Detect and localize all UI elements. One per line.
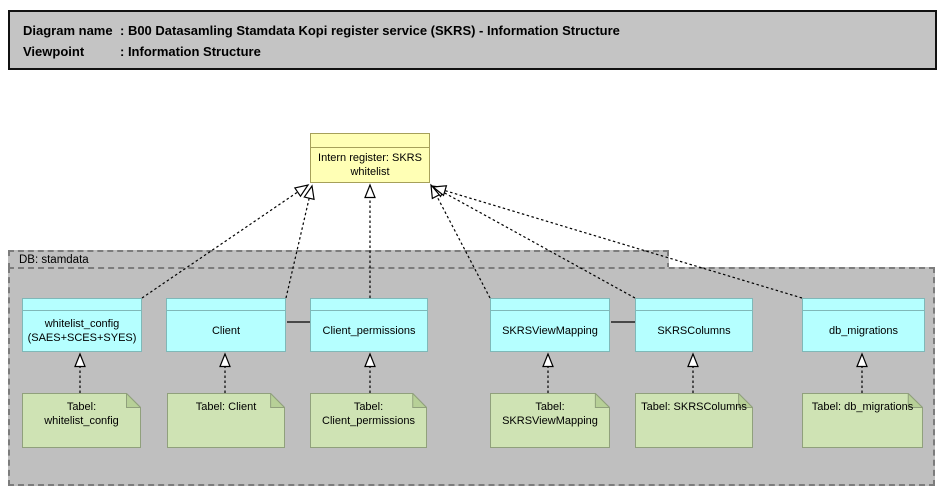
node-label: whitelist_config (SAES+SCES+SYES): [27, 318, 137, 344]
header-row-diagram-name: Diagram name : B00 Datasamling Stamdata …: [23, 20, 935, 41]
group-db-stamdata-label: DB: stamdata: [19, 254, 89, 266]
node-client[interactable]: Client: [166, 298, 286, 352]
node-label: db_migrations: [828, 325, 899, 337]
node-whitelist-config[interactable]: whitelist_config (SAES+SCES+SYES): [22, 298, 142, 352]
note-label: Tabel: whitelist_config: [44, 401, 119, 427]
note-shape: [22, 393, 141, 448]
node-label: Client_permissions: [322, 325, 416, 337]
note-shape: [802, 393, 923, 448]
note-label: Tabel: db_migrations: [811, 401, 914, 413]
diagram-name-value: : B00 Datasamling Stamdata Kopi register…: [120, 23, 620, 38]
note-shape: [310, 393, 427, 448]
note-label: Tabel: SKRSViewMapping: [502, 401, 598, 427]
note-tabel-whitelist-config[interactable]: Tabel: whitelist_config: [22, 393, 141, 448]
note-shape: [490, 393, 610, 448]
node-skrsviewmapping[interactable]: SKRSViewMapping: [490, 298, 610, 352]
group-db-stamdata-body[interactable]: [8, 267, 935, 486]
node-top-compartment: [167, 299, 285, 311]
diagram-name-label: Diagram name: [23, 23, 113, 38]
node-top-compartment: [311, 299, 427, 311]
node-label: SKRSColumns: [657, 325, 731, 337]
node-top-compartment: [636, 299, 752, 311]
node-label: Client: [211, 325, 241, 337]
diagram-header: Diagram name : B00 Datasamling Stamdata …: [8, 10, 937, 70]
note-tabel-client-permissions[interactable]: Tabel: Client_permissions: [310, 393, 427, 448]
note-tabel-db-migrations[interactable]: Tabel: db_migrations: [802, 393, 923, 448]
node-intern-register-skrs-whitelist[interactable]: Intern register: SKRS whitelist: [310, 133, 430, 183]
note-shape: [167, 393, 285, 448]
note-shape: [635, 393, 753, 448]
node-label: Intern register: SKRS whitelist: [318, 152, 422, 178]
node-client-permissions[interactable]: Client_permissions: [310, 298, 428, 352]
viewpoint-label: Viewpoint: [23, 44, 85, 59]
note-tabel-skrsviewmapping[interactable]: Tabel: SKRSViewMapping: [490, 393, 610, 448]
node-label: SKRSViewMapping: [502, 325, 598, 337]
note-tabel-skrscolumns[interactable]: Tabel: SKRSColumns: [635, 393, 753, 448]
note-tabel-client[interactable]: Tabel: Client: [167, 393, 285, 448]
note-label: Tabel: Client_permissions: [322, 401, 415, 427]
node-skrscolumns[interactable]: SKRSColumns: [635, 298, 753, 352]
viewpoint-value: : Information Structure: [120, 44, 261, 59]
node-top-compartment: [311, 134, 429, 148]
node-top-compartment: [803, 299, 924, 311]
note-label: Tabel: Client: [195, 401, 257, 413]
header-row-viewpoint: Viewpoint : Information Structure: [23, 41, 935, 62]
node-db-migrations[interactable]: db_migrations: [802, 298, 925, 352]
note-label: Tabel: SKRSColumns: [641, 401, 747, 413]
node-top-compartment: [23, 299, 141, 311]
node-top-compartment: [491, 299, 609, 311]
